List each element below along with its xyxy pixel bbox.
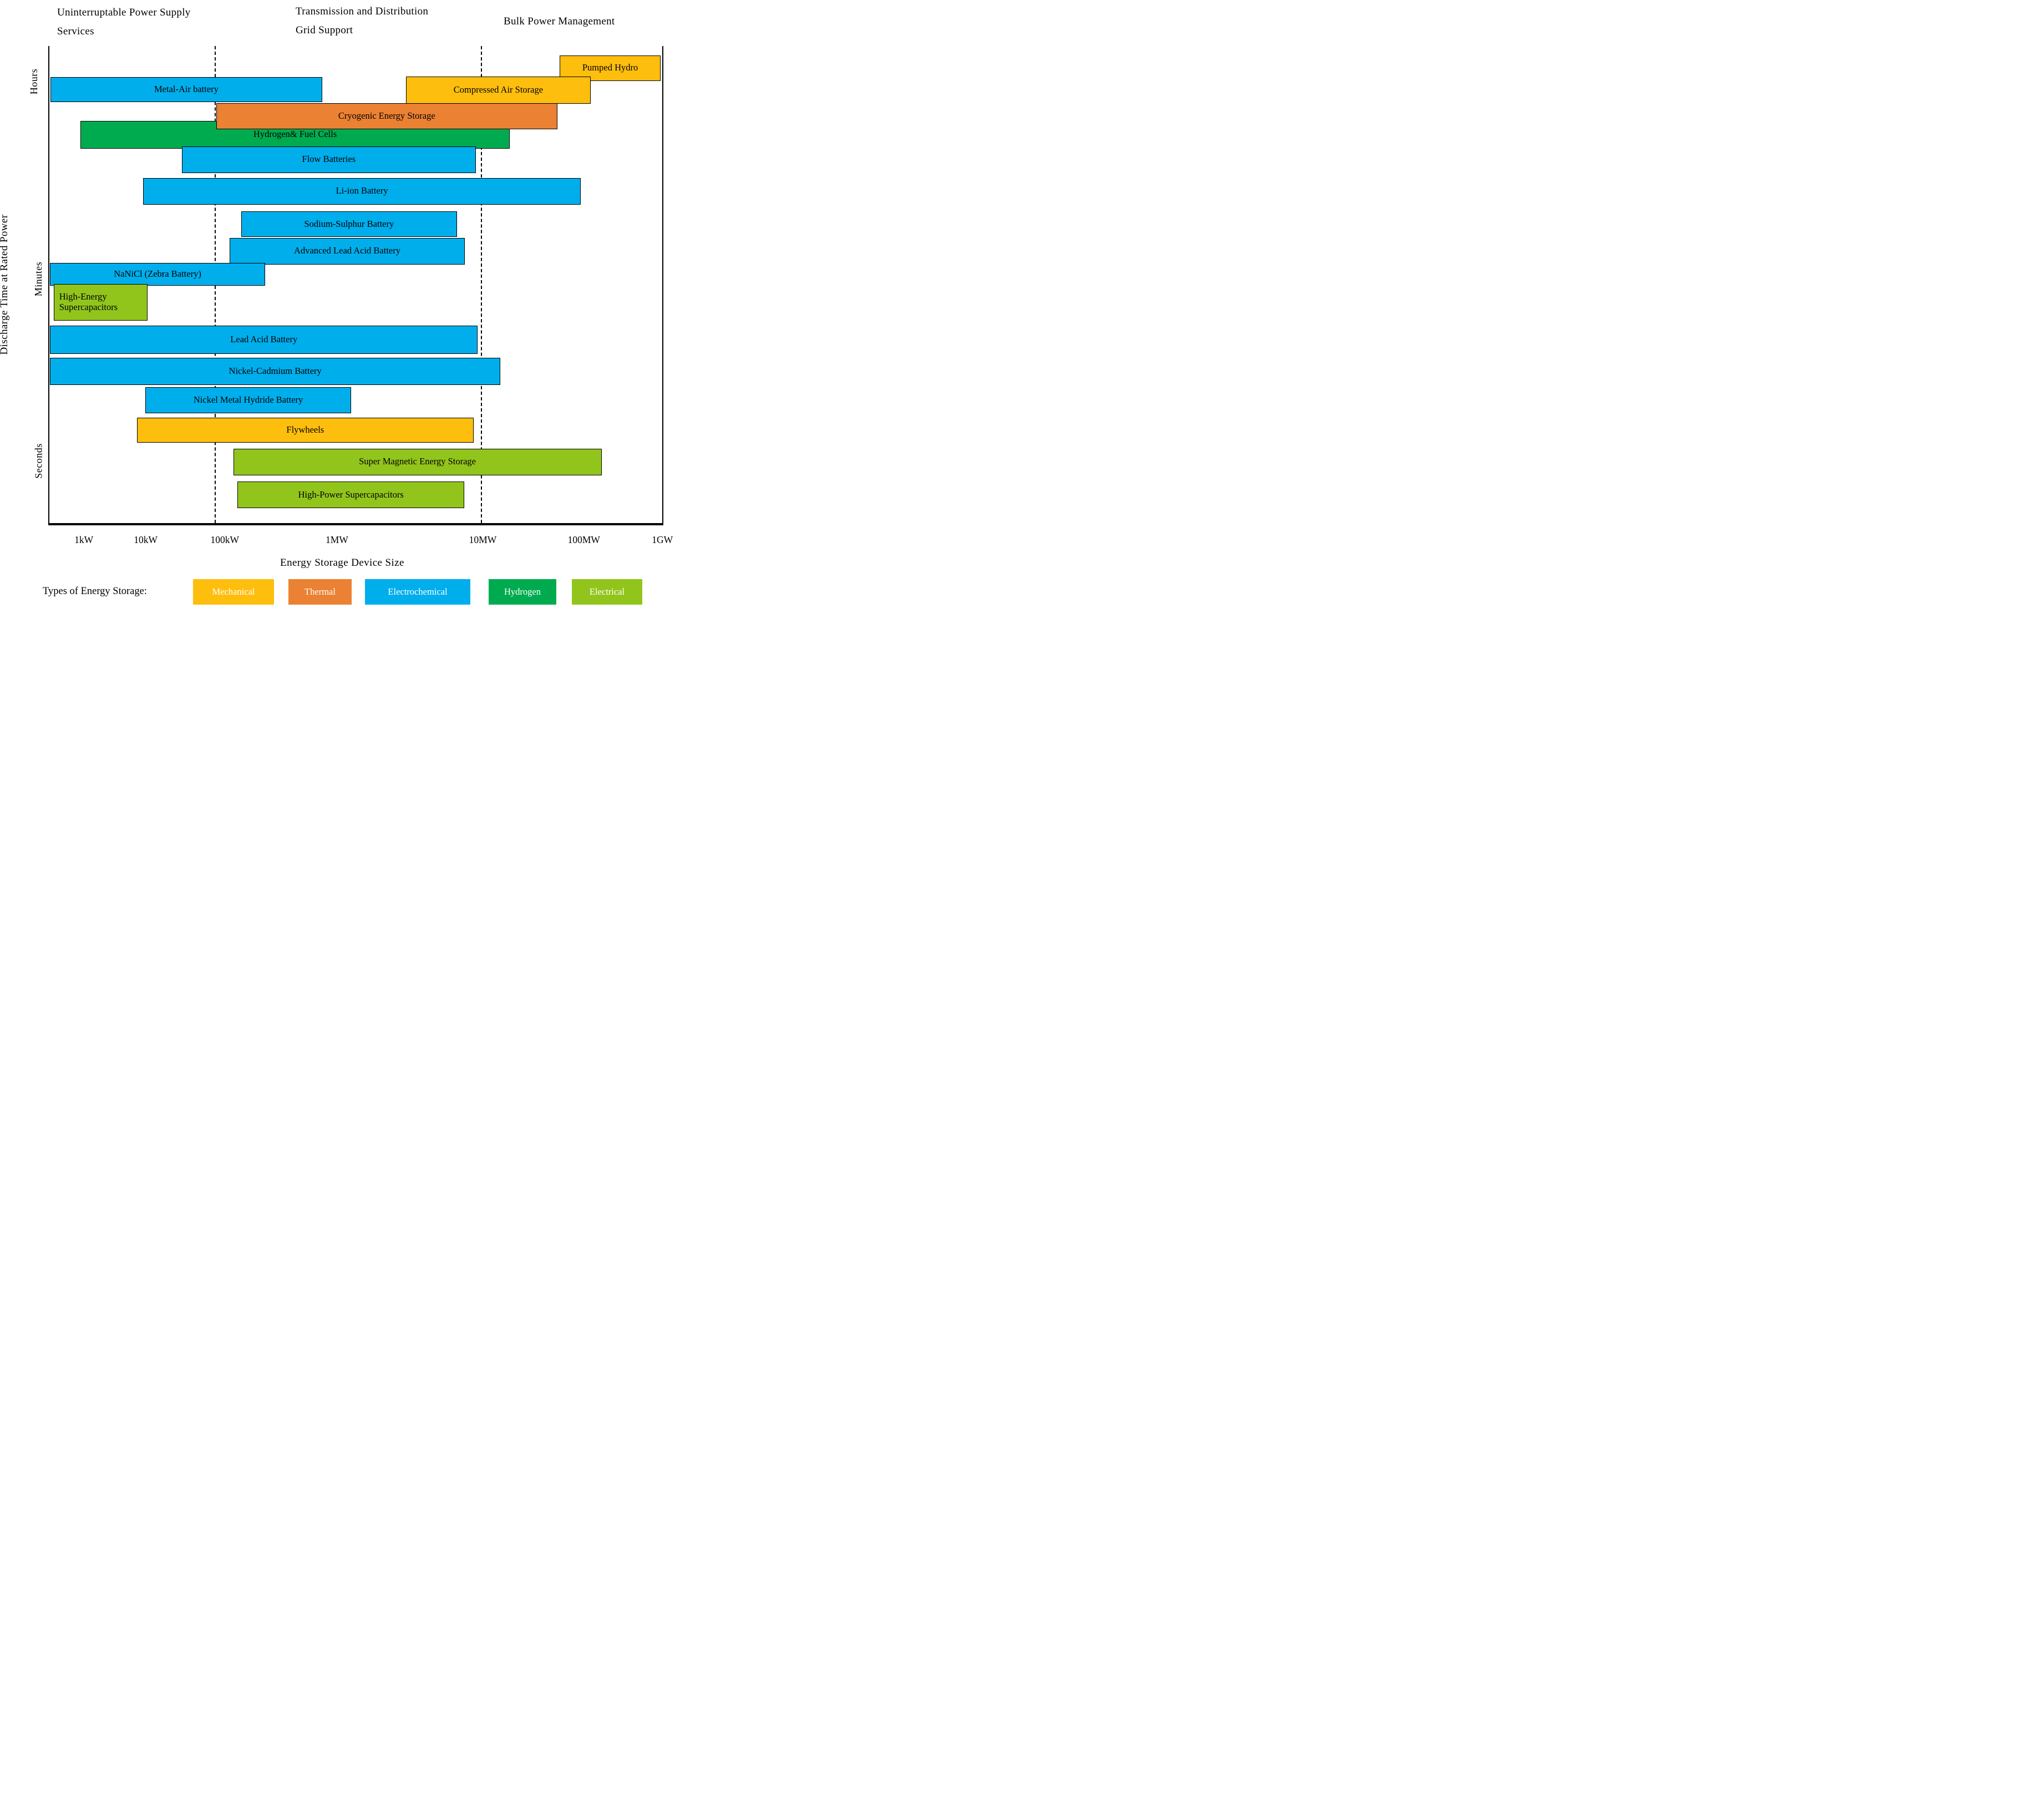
bar-label: Pumped Hydro — [582, 62, 638, 73]
y-band-label-minutes: Minutes — [32, 261, 44, 296]
legend-item-mechanical: Mechanical — [193, 579, 274, 605]
x-tick-100mw: 100MW — [567, 534, 600, 545]
x-tick-10mw: 10MW — [469, 534, 497, 545]
bar-nanicl-zebra-battery: NaNiCl (Zebra Battery) — [50, 263, 265, 286]
bar-nickel-metal-hydride-battery: Nickel Metal Hydride Battery — [145, 387, 351, 414]
legend-item-thermal: Thermal — [288, 579, 352, 605]
bar-li-ion-battery: Li-ion Battery — [143, 178, 581, 205]
bar-label: Nickel-Cadmium Battery — [229, 366, 322, 377]
bar-flow-batteries: Flow Batteries — [181, 146, 476, 173]
bar-super-magnetic-energy-storage: Super Magnetic Energy Storage — [233, 448, 602, 475]
legend-item-electrochemical: Electrochemical — [365, 579, 470, 605]
legend-item-hydrogen: Hydrogen — [489, 579, 556, 605]
bar-label: Flywheels — [286, 424, 324, 435]
bar-pumped-hydro: Pumped Hydro — [560, 55, 661, 81]
bar-high-power-supercapacitors: High-Power Supercapacitors — [237, 481, 465, 509]
bar-label: High-Power Supercapacitors — [298, 489, 404, 500]
bar-label: Advanced Lead Acid Battery — [294, 245, 400, 256]
y-axis-title: Discharge Time at Rated Power — [0, 214, 10, 355]
bar-advanced-lead-acid-battery: Advanced Lead Acid Battery — [229, 237, 465, 265]
dashed-guide-line-2 — [480, 46, 482, 523]
x-tick-100kw: 100kW — [210, 534, 239, 545]
bar-compressed-air-storage: Compressed Air Storage — [406, 77, 591, 104]
bar-nickel-cadmium-battery: Nickel-Cadmium Battery — [50, 357, 501, 386]
bar-label: Lead Acid Battery — [230, 333, 298, 344]
bar-label: Metal-Air battery — [154, 83, 219, 94]
bar-flywheels: Flywheels — [137, 417, 474, 443]
header-bulk-power-management: Bulk Power Management — [504, 16, 615, 27]
bar-label: Nickel Metal Hydride Battery — [193, 394, 303, 405]
legend-title: Types of Energy Storage: — [43, 586, 147, 597]
bar-sodium-sulphur-battery: Sodium-Sulphur Battery — [241, 211, 457, 237]
header-uninterruptable-power-supply: Uninterruptable Power Supply Services — [57, 7, 191, 37]
bar-label: Hydrogen& Fuel Cells — [253, 129, 337, 140]
bar-cryogenic-energy-storage: Cryogenic Energy Storage — [216, 103, 558, 130]
y-band-label-seconds: Seconds — [33, 443, 44, 479]
header-transmission-distribution: Transmission and Distribution Grid Suppo… — [296, 6, 429, 36]
bar-label: Compressed Air Storage — [453, 84, 544, 95]
x-axis-title: Energy Storage Device Size — [280, 557, 404, 569]
bar-label: Flow Batteries — [302, 154, 356, 165]
bar-label: Li-ion Battery — [336, 185, 388, 196]
bar-label: Super Magnetic Energy Storage — [359, 456, 476, 467]
bar-label: Cryogenic Energy Storage — [338, 110, 435, 121]
x-tick-10kw: 10kW — [134, 534, 158, 545]
legend-item-electrical: Electrical — [572, 579, 642, 605]
bar-metal-air-battery: Metal-Air battery — [50, 77, 322, 102]
x-tick-1gw: 1GW — [652, 534, 673, 545]
bar-label: NaNiCl (Zebra Battery) — [114, 268, 201, 280]
bar-label: Sodium-Sulphur Battery — [304, 218, 394, 229]
energy-storage-comparison-figure: Uninterruptable Power Supply Services Tr… — [0, 0, 675, 607]
x-tick-1kw: 1kW — [74, 534, 94, 545]
bar-lead-acid-battery: Lead Acid Battery — [50, 325, 478, 354]
y-band-label-hours: Hours — [28, 68, 39, 94]
x-tick-1mw: 1MW — [326, 534, 348, 545]
